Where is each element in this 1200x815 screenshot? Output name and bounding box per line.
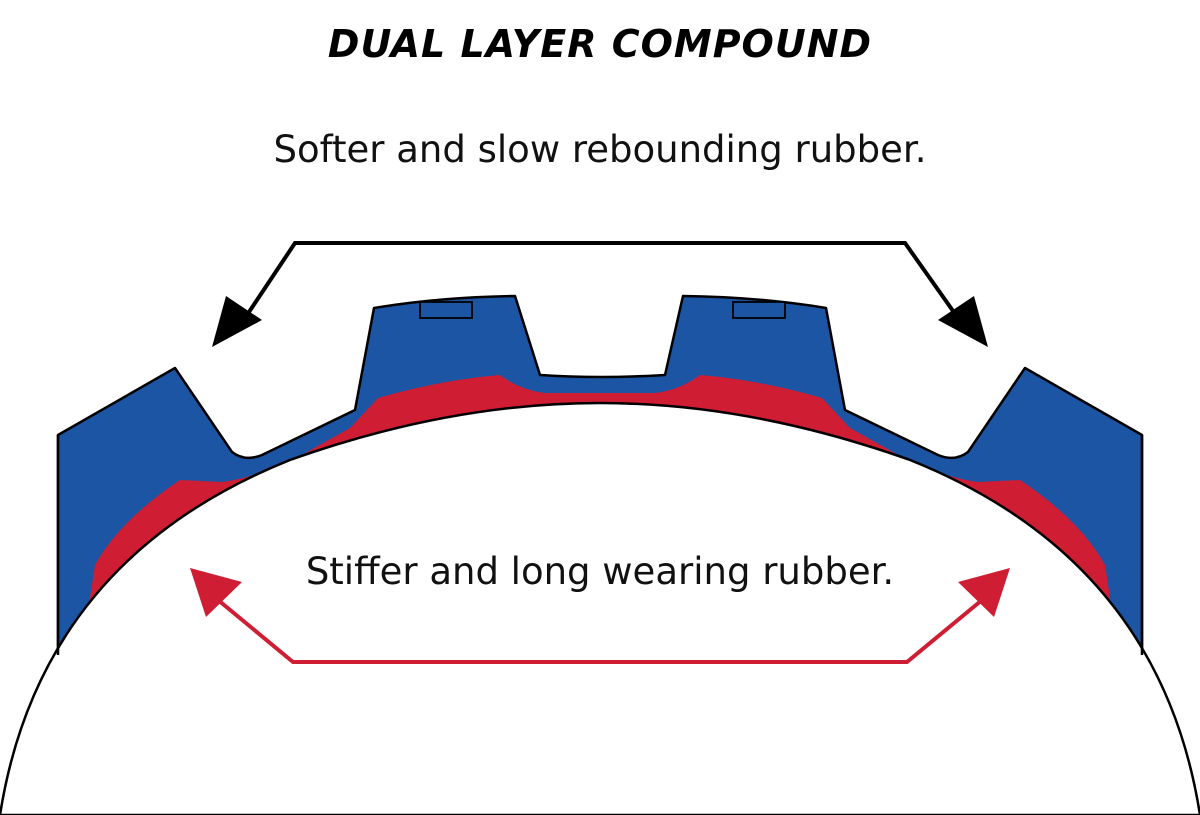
tire-interior (0, 401, 1200, 815)
outer-arrow-head-left (212, 296, 262, 347)
tread-notch-right (732, 301, 786, 319)
outer-arrow-head-right (938, 296, 988, 347)
inner-layer-label: Stiffer and long wearing rubber. (305, 550, 895, 593)
inner-arrow-head-left (190, 568, 242, 617)
inner-arrow-line (216, 598, 984, 664)
outer-arrow-line (243, 241, 960, 320)
tread-notch-left (419, 301, 473, 319)
outer-layer-label: Softer and slow rebounding rubber. (273, 128, 927, 171)
inner-arrow-head-right (958, 568, 1010, 617)
diagram-title: DUAL LAYER COMPOUND (327, 22, 873, 66)
